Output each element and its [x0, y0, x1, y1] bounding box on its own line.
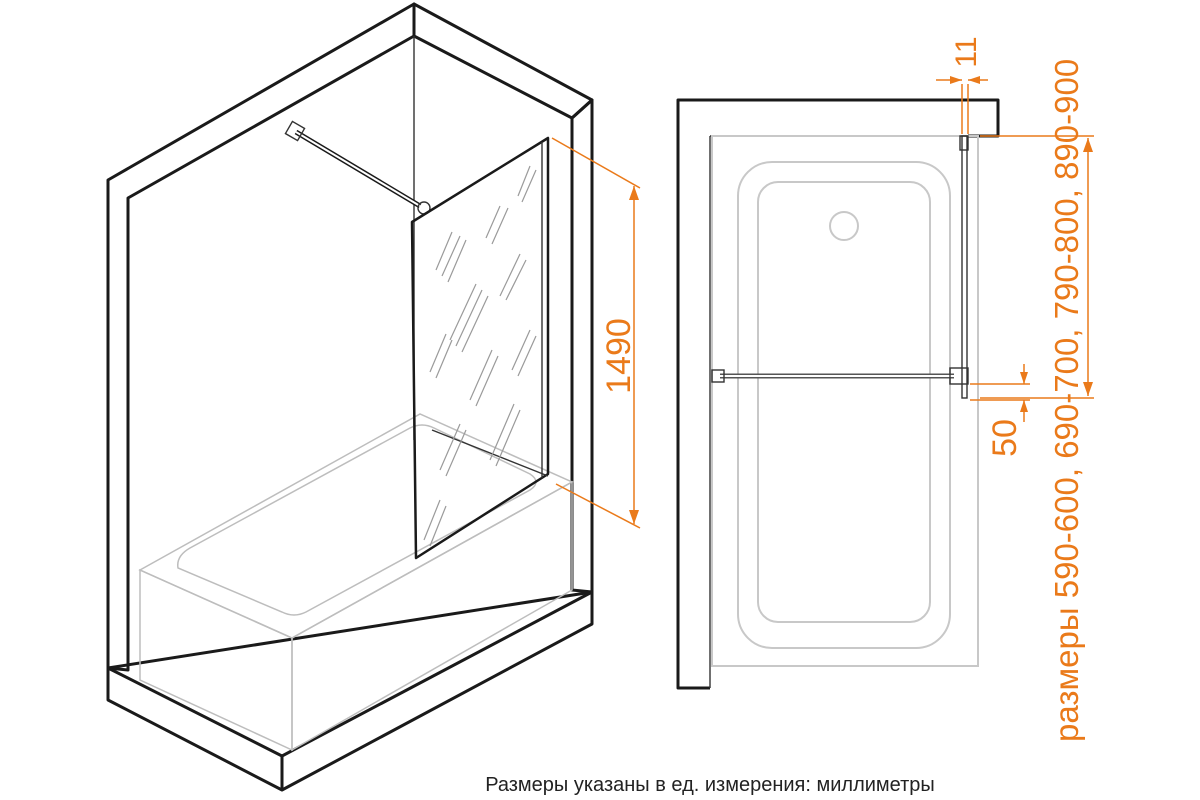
sizes-label: размеры 590-600, 690-700, 790-800, 890-9…	[1048, 59, 1085, 742]
plan-view: 11 50 размеры 590-600, 690-700, 790-800,…	[676, 36, 1094, 742]
glass-pattern	[423, 165, 537, 547]
bathtub-plan	[711, 135, 979, 667]
units-caption: Размеры указаны в ед. измерения: миллиме…	[485, 774, 935, 796]
top-offset-label: 11	[950, 36, 983, 67]
side-wall	[570, 98, 594, 594]
bathtub-iso	[138, 413, 574, 752]
stabilizer-bar-plan	[711, 367, 969, 385]
glass-panel-plan	[959, 135, 969, 399]
dimension-50: 50	[970, 364, 1030, 457]
glass-panel-iso	[410, 136, 550, 560]
stabilizer-bar-iso	[284, 120, 431, 215]
isometric-view: 1490	[106, 2, 641, 792]
bar-offset-label: 50	[986, 419, 1024, 457]
glass-height-label: 1490	[600, 318, 638, 394]
floor-slab	[106, 590, 594, 792]
dimension-sizes: размеры 590-600, 690-700, 790-800, 890-9…	[980, 59, 1094, 742]
dimension-1490: 1490	[551, 137, 641, 529]
back-wall	[106, 2, 594, 672]
dimension-11: 11	[936, 36, 988, 134]
drain-circle	[829, 211, 859, 241]
